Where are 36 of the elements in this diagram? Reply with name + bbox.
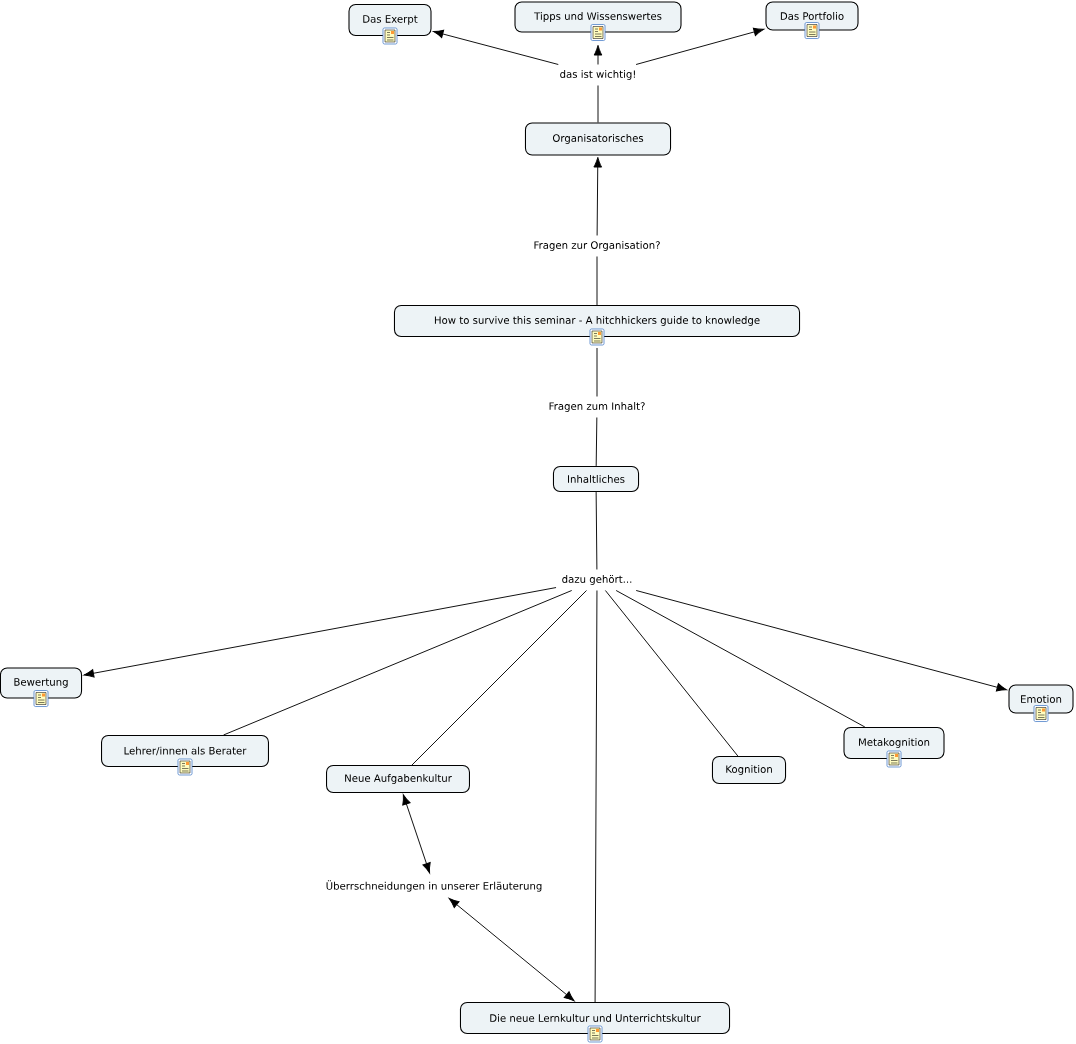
connector-line bbox=[402, 794, 431, 874]
connector-line bbox=[432, 29, 559, 65]
connector-line bbox=[596, 256, 598, 306]
concept-box: Lehrer/innen als Berater bbox=[101, 735, 269, 767]
connector-line bbox=[595, 491, 598, 570]
linking-phrase: Fragen zur Organisation? bbox=[528, 235, 666, 257]
concept-box: Inhaltliches bbox=[552, 465, 640, 493]
connector-line bbox=[615, 590, 866, 728]
linking-phrase: dazu gehört... bbox=[556, 569, 638, 591]
concept-box: Bewertung bbox=[0, 667, 83, 699]
concept-box: Das Exerpt bbox=[348, 4, 432, 36]
concept-box: Kognition bbox=[711, 756, 787, 784]
connector-line bbox=[593, 156, 603, 236]
connector-line bbox=[411, 590, 587, 766]
connector-line bbox=[448, 898, 575, 1002]
concept-box: Organisatorisches bbox=[524, 122, 672, 156]
concept-box: Tipps und Wissenswertes bbox=[514, 1, 682, 33]
concept-box: How to survive this seminar - A hitchhickers guide to knowledge bbox=[393, 305, 801, 337]
concept-box: Metakognition bbox=[843, 727, 945, 759]
connector-line bbox=[597, 85, 599, 123]
concept-box: Das Portfolio bbox=[765, 1, 859, 31]
concept-box: Emotion bbox=[1008, 684, 1074, 714]
connector-line bbox=[593, 44, 603, 65]
connector-line bbox=[635, 590, 1008, 692]
connector-line bbox=[635, 27, 765, 65]
linking-phrase: das ist wichtig! bbox=[554, 64, 642, 86]
connector-line bbox=[604, 590, 739, 757]
linking-phrase: Fragen zum Inhalt? bbox=[543, 396, 651, 418]
connector-line bbox=[223, 590, 573, 736]
linking-phrase: Überrschneidungen in unserer Erläuterung bbox=[320, 875, 548, 897]
connector-line bbox=[596, 347, 598, 397]
concept-box: Die neue Lernkultur und Unterrichtskultur bbox=[459, 1002, 731, 1034]
connector-line bbox=[594, 590, 598, 1003]
concept-box: Neue Aufgabenkultur bbox=[326, 765, 470, 793]
connector-line bbox=[595, 417, 598, 467]
connector-line bbox=[83, 587, 557, 678]
